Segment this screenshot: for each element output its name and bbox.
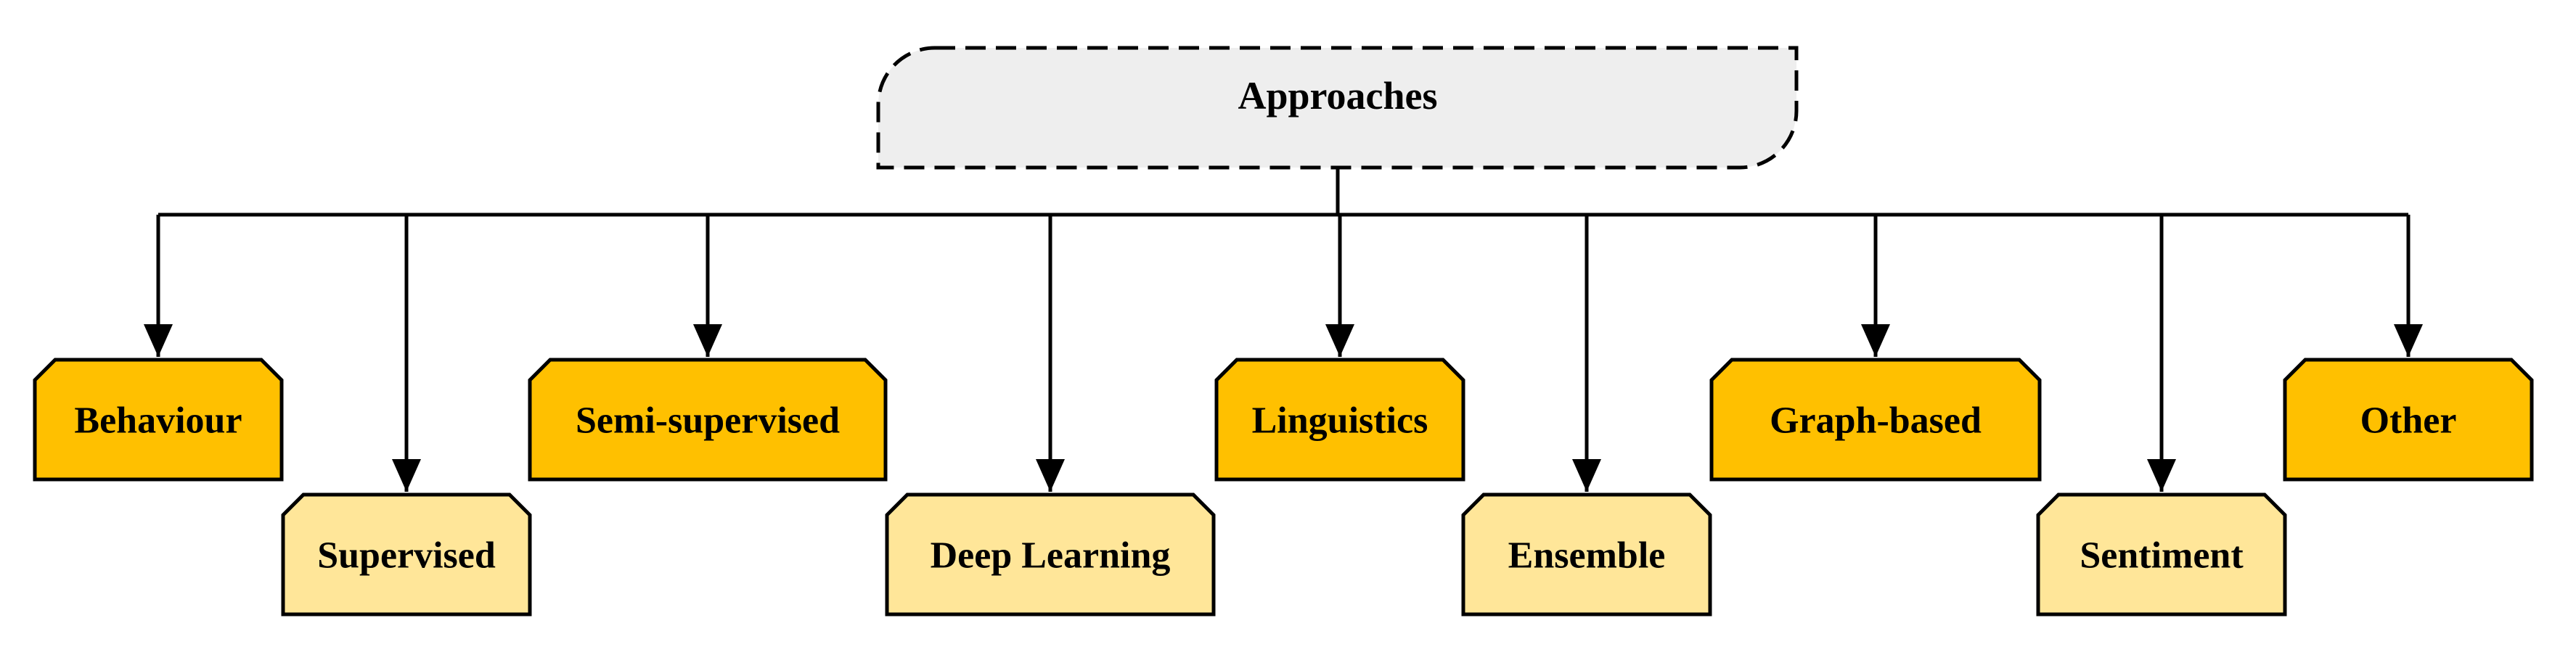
node-label-supervised: Supervised xyxy=(317,535,496,577)
node-supervised: Supervised xyxy=(281,492,532,617)
node-deep-learning: Deep Learning xyxy=(885,492,1216,617)
node-label-deep-learning: Deep Learning xyxy=(931,535,1171,577)
node-semi-supervised: Semi-supervised xyxy=(528,358,888,482)
node-ensemble: Ensemble xyxy=(1461,492,1712,617)
node-label-other: Other xyxy=(2360,400,2457,442)
root-node-label: Approaches xyxy=(1238,74,1437,117)
node-shape-ensemble xyxy=(1461,492,1712,617)
node-label-ensemble: Ensemble xyxy=(1508,535,1666,577)
node-linguistics: Linguistics xyxy=(1214,358,1465,482)
node-shape-semi-supervised xyxy=(528,358,888,482)
node-shape-supervised xyxy=(281,492,532,617)
node-label-semi-supervised: Semi-supervised xyxy=(576,400,840,442)
node-shape-linguistics xyxy=(1214,358,1465,482)
node-label-linguistics: Linguistics xyxy=(1252,400,1428,442)
node-shape-behaviour xyxy=(33,358,284,482)
node-shape-deep-learning xyxy=(885,492,1216,617)
node-label-graph-based: Graph-based xyxy=(1770,400,1982,442)
node-shape-other xyxy=(2283,358,2534,482)
node-sentiment: Sentiment xyxy=(2036,492,2287,617)
node-other: Other xyxy=(2283,358,2534,482)
node-label-behaviour: Behaviour xyxy=(74,400,242,442)
node-graph-based: Graph-based xyxy=(1709,358,2042,482)
root-node-shape xyxy=(876,46,1799,170)
node-behaviour: Behaviour xyxy=(33,358,284,482)
root-node: Approaches xyxy=(876,46,1799,170)
node-label-sentiment: Sentiment xyxy=(2080,535,2244,577)
node-shape-graph-based xyxy=(1709,358,2042,482)
connector-lines xyxy=(144,168,2423,492)
node-shape-sentiment xyxy=(2036,492,2287,617)
